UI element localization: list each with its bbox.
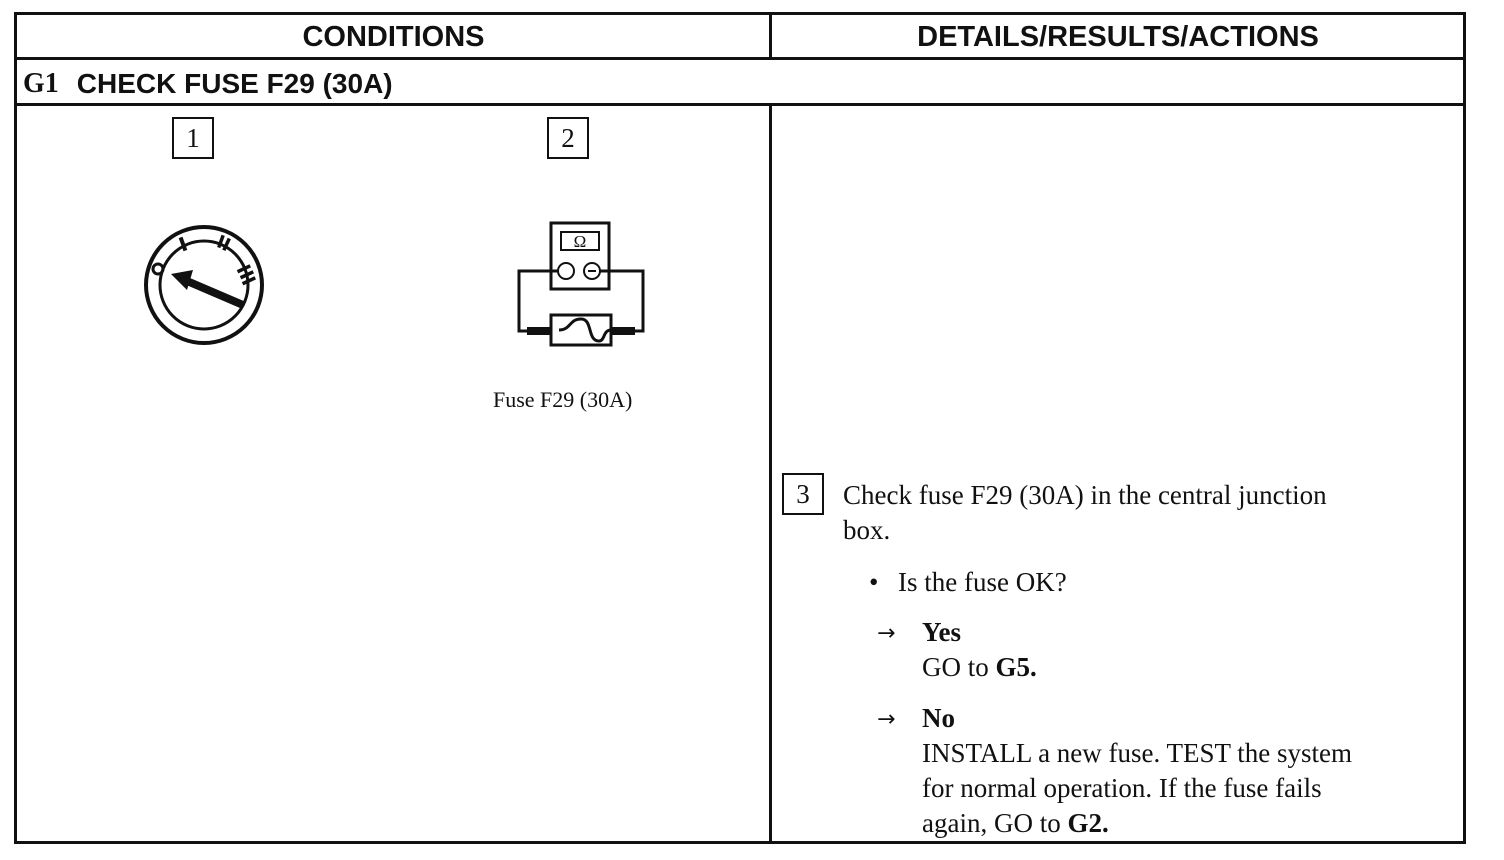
fuse-caption: Fuse F29 (30A) xyxy=(493,387,633,412)
svg-text:Ω: Ω xyxy=(574,232,587,251)
step-title: CHECK FUSE F29 (30A) xyxy=(76,68,393,99)
yes-action: GO to G5. xyxy=(922,652,1037,682)
title-divider xyxy=(17,103,1463,106)
instruction-text: Check fuse F29 (30A) in the central junc… xyxy=(843,480,1327,510)
step-title-row: G1 CHECK FUSE F29 (30A) xyxy=(23,63,393,105)
details-header: DETAILS/RESULTS/ACTIONS xyxy=(917,20,1319,53)
header-divider xyxy=(17,57,1463,60)
no-label: No xyxy=(922,703,955,733)
bullet-icon: • xyxy=(869,567,879,597)
ohmmeter-fuse-icon: Ω xyxy=(517,221,645,347)
no-action-line1: INSTALL a new fuse. TEST the system xyxy=(922,738,1353,768)
no-action-line2: for normal operation. If the fuse fails xyxy=(922,773,1322,803)
body-column-divider xyxy=(769,103,772,841)
instruction-text-cont: box. xyxy=(843,515,891,545)
conditions-header: CONDITIONS xyxy=(302,20,485,53)
no-arrow-icon: → xyxy=(877,707,896,732)
question-text: Is the fuse OK? xyxy=(898,567,1067,597)
yes-label: Yes xyxy=(922,617,961,647)
detail-step-number: 3 xyxy=(782,473,824,515)
no-action-line3: again, GO to G2. xyxy=(922,808,1109,838)
step-number: G1 xyxy=(23,68,59,99)
yes-arrow-icon: → xyxy=(877,621,896,646)
condition-1-number: 1 xyxy=(172,117,214,159)
condition-2-number: 2 xyxy=(547,117,589,159)
diagnostic-table: CONDITIONS DETAILS/RESULTS/ACTIONS G1 CH… xyxy=(14,12,1466,844)
ignition-switch-icon xyxy=(144,225,264,345)
header-column-divider xyxy=(769,15,772,60)
